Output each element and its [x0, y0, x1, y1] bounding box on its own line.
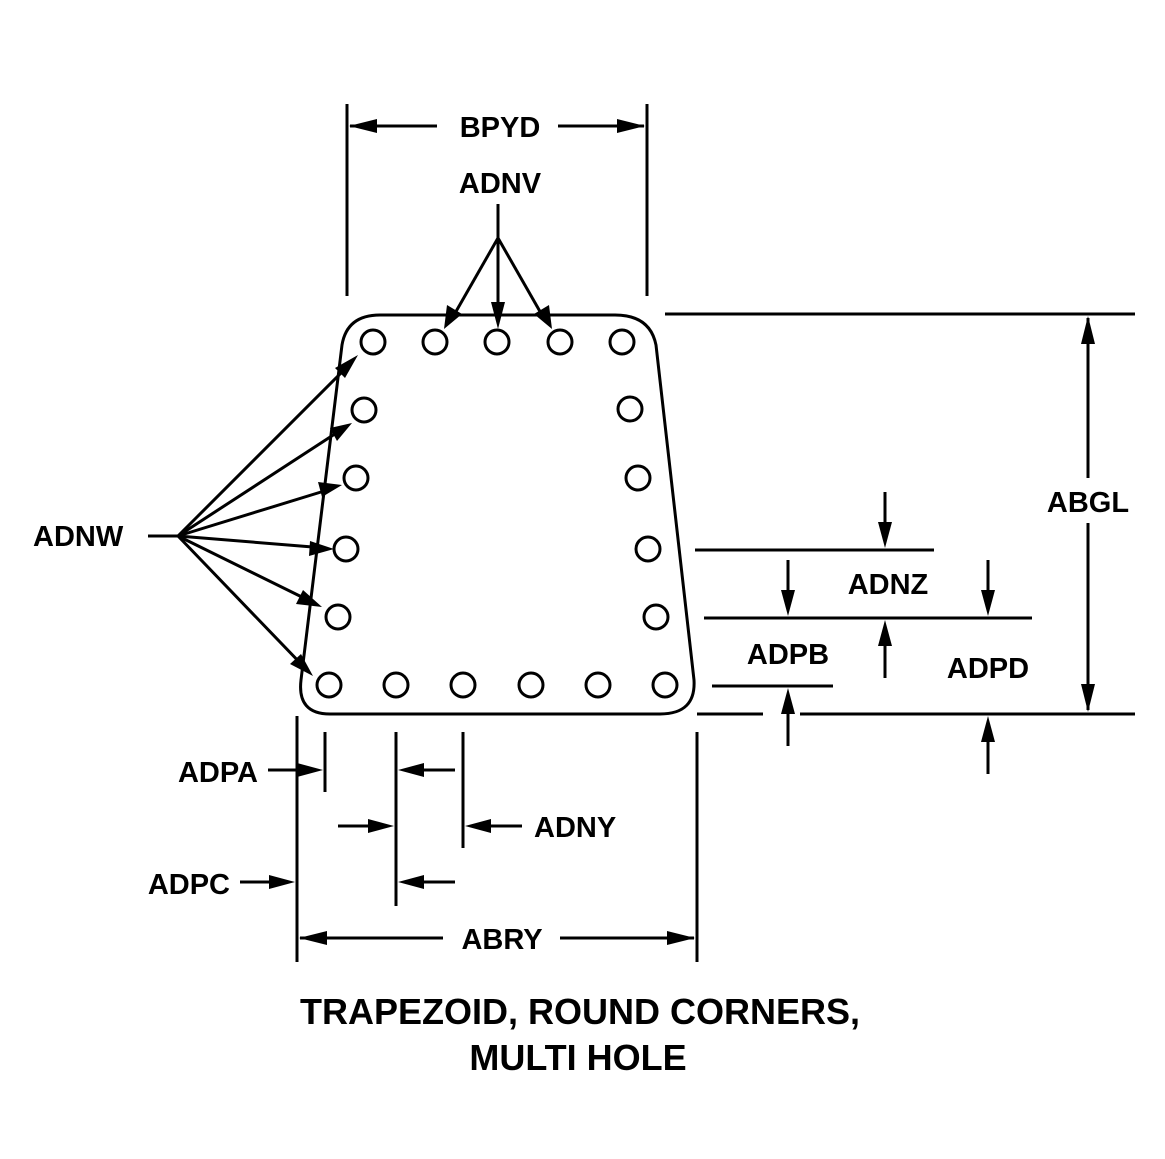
- arrowhead: [297, 763, 323, 777]
- dimension-adpa: ADPA: [178, 716, 327, 962]
- arrowhead: [491, 302, 505, 329]
- arrowhead: [981, 716, 995, 742]
- label-adpc: ADPC: [148, 869, 230, 901]
- top-hole-row: [359, 328, 636, 356]
- arrowhead: [398, 875, 424, 889]
- diagram-title-line1: TRAPEZOID, ROUND CORNERS,: [300, 991, 860, 1032]
- pointer-adnv: ADNV: [444, 168, 552, 329]
- dimension-adpc: ADPC: [148, 869, 295, 901]
- arrowhead: [330, 423, 352, 441]
- arrowhead: [981, 590, 995, 616]
- arrowhead: [1081, 684, 1095, 712]
- arrowhead: [781, 688, 795, 714]
- right-hole-column: [616, 395, 670, 631]
- hole: [634, 535, 662, 563]
- label-abry: ABRY: [461, 924, 542, 956]
- label-adpb: ADPB: [747, 639, 829, 671]
- hole: [421, 328, 449, 356]
- label-adpa: ADPA: [178, 757, 258, 789]
- hole: [350, 396, 378, 424]
- dimension-adpd: ADPD: [947, 560, 1029, 774]
- label-adnz: ADNZ: [848, 569, 929, 601]
- dimension-adpb: ADPB: [712, 560, 833, 746]
- hole: [624, 464, 652, 492]
- dimension-abry: ABRY: [299, 732, 699, 962]
- arrowhead: [296, 590, 322, 607]
- label-abgl: ABGL: [1047, 487, 1129, 519]
- dimension-adnz: ADNZ: [695, 492, 1032, 678]
- hole: [608, 328, 636, 356]
- arrowhead: [299, 931, 327, 945]
- arrowhead: [878, 522, 892, 548]
- bottom-hole-row: [315, 671, 679, 699]
- label-adnv: ADNV: [459, 168, 542, 200]
- trapezoid-outline: [299, 313, 696, 716]
- left-hole-column: [324, 396, 378, 631]
- hole: [332, 535, 360, 563]
- hole: [483, 328, 511, 356]
- hole: [584, 671, 612, 699]
- hole: [315, 671, 343, 699]
- hole: [449, 671, 477, 699]
- label-adny: ADNY: [534, 812, 616, 844]
- arrowhead: [349, 119, 377, 133]
- hole: [517, 671, 545, 699]
- hole: [359, 328, 387, 356]
- arrowhead: [368, 819, 394, 833]
- label-adpd: ADPD: [947, 653, 1029, 685]
- arrowhead: [444, 305, 462, 329]
- arrowhead: [465, 819, 491, 833]
- pointer-adnw: ADNW: [33, 355, 358, 676]
- label-adnw: ADNW: [33, 521, 124, 553]
- hole: [342, 464, 370, 492]
- diagram-title-line2: MULTI HOLE: [469, 1037, 686, 1078]
- hole: [642, 603, 670, 631]
- hole: [324, 603, 352, 631]
- arrowhead: [1081, 316, 1095, 344]
- hole: [382, 671, 410, 699]
- arrowhead: [398, 763, 424, 777]
- arrowhead: [335, 355, 358, 378]
- arrowhead: [290, 654, 313, 676]
- arrowhead: [617, 119, 645, 133]
- arrowhead: [534, 305, 552, 329]
- arrowhead: [667, 931, 695, 945]
- hole: [546, 328, 574, 356]
- hole: [651, 671, 679, 699]
- arrowhead: [878, 620, 892, 646]
- arrowhead: [269, 875, 295, 889]
- label-bpyd: BPYD: [460, 112, 541, 144]
- dimension-bpyd: BPYD: [345, 104, 649, 296]
- arrowhead: [781, 590, 795, 616]
- arrowhead: [318, 482, 342, 497]
- dimension-adny: ADNY: [338, 732, 616, 906]
- dimension-abgl: ABGL: [665, 312, 1135, 716]
- hole: [616, 395, 644, 423]
- arrowhead: [309, 541, 334, 556]
